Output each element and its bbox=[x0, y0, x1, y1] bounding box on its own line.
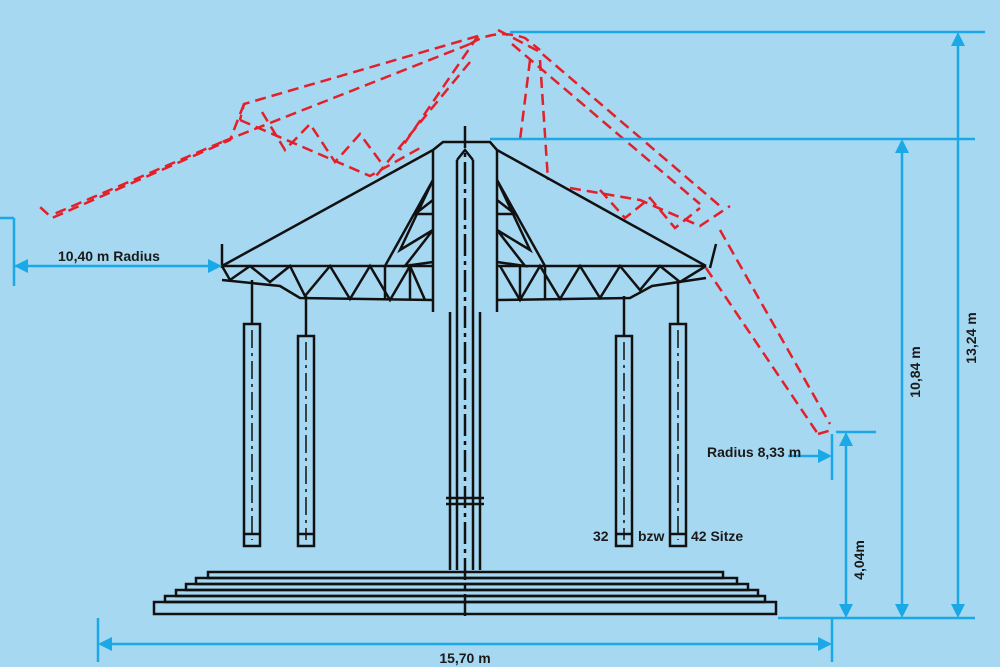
seat-count-b: 42 Sitze bbox=[691, 528, 743, 544]
right-arm-truss bbox=[495, 179, 707, 303]
central-mast bbox=[431, 126, 499, 618]
roof bbox=[220, 148, 718, 269]
dimension-lines bbox=[0, 30, 985, 662]
tilted-position-outline bbox=[39, 28, 833, 436]
left-arm-truss bbox=[220, 179, 435, 303]
inner-radius-label: 10,40 m Radius bbox=[58, 248, 160, 264]
outer-radius-label: Radius 8,33 m bbox=[707, 444, 801, 460]
seat-count-connector: bzw bbox=[638, 528, 665, 544]
base-width-label: 15,70 m bbox=[439, 650, 490, 666]
seat-height-label: 4,04m bbox=[851, 540, 867, 580]
hub-height-label: 10,84 m bbox=[907, 346, 923, 397]
seat-count-a: 32 bbox=[593, 528, 609, 544]
dimension-arrows bbox=[14, 32, 965, 651]
seat-chains bbox=[242, 280, 688, 548]
max-height-label: 13,24 m bbox=[963, 312, 979, 363]
